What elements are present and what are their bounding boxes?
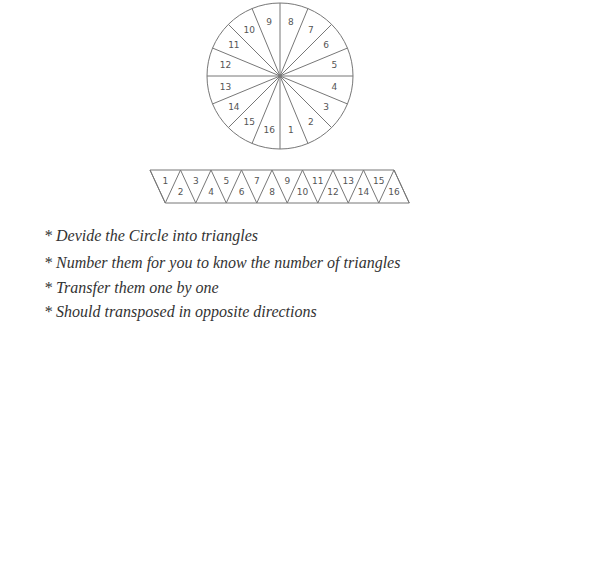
sector-number: 15 — [243, 118, 254, 127]
triangle-number: 11 — [312, 177, 323, 186]
triangle-number: 12 — [327, 188, 338, 197]
instruction-note: * Number them for you to know the number… — [44, 255, 400, 271]
sector-number: 3 — [323, 102, 329, 111]
instruction-note: * Devide the Circle into triangles — [44, 228, 258, 244]
triangle-number: 1 — [162, 177, 168, 186]
sector-number: 5 — [332, 61, 338, 70]
sector-number: 7 — [308, 25, 314, 34]
triangle-number: 3 — [193, 177, 199, 186]
triangle-number: 10 — [297, 188, 308, 197]
sector-number: 8 — [288, 17, 294, 26]
sector-number: 4 — [332, 82, 338, 91]
triangle-number: 14 — [358, 188, 369, 197]
sector-number: 10 — [243, 25, 254, 34]
sector-number: 9 — [266, 17, 272, 26]
sector-line — [213, 48, 348, 104]
sector-number: 12 — [220, 61, 231, 70]
instruction-note: * Transfer them one by one — [44, 280, 219, 296]
triangle-number: 9 — [284, 177, 290, 186]
strip-zigzag — [150, 170, 409, 203]
triangle-number: 13 — [343, 177, 354, 186]
triangle-number: 7 — [254, 177, 260, 186]
strip-outline — [150, 170, 409, 203]
triangle-number: 6 — [239, 188, 245, 197]
sector-number: 1 — [288, 126, 294, 135]
triangle-number: 2 — [178, 188, 184, 197]
sector-number: 6 — [323, 41, 329, 50]
sector-number: 16 — [263, 126, 274, 135]
sector-number: 11 — [228, 41, 239, 50]
instruction-note: * Should transposed in opposite directio… — [44, 304, 317, 320]
triangle-number: 16 — [388, 188, 399, 197]
triangle-strip — [150, 170, 409, 203]
circle-outline — [207, 3, 353, 149]
sector-number: 2 — [308, 118, 314, 127]
triangle-number: 5 — [223, 177, 229, 186]
sector-number: 14 — [228, 102, 239, 111]
triangle-number: 4 — [208, 188, 214, 197]
triangle-number: 15 — [373, 177, 384, 186]
sector-number: 13 — [220, 82, 231, 91]
divided-circle — [207, 3, 353, 149]
triangle-number: 8 — [269, 188, 275, 197]
